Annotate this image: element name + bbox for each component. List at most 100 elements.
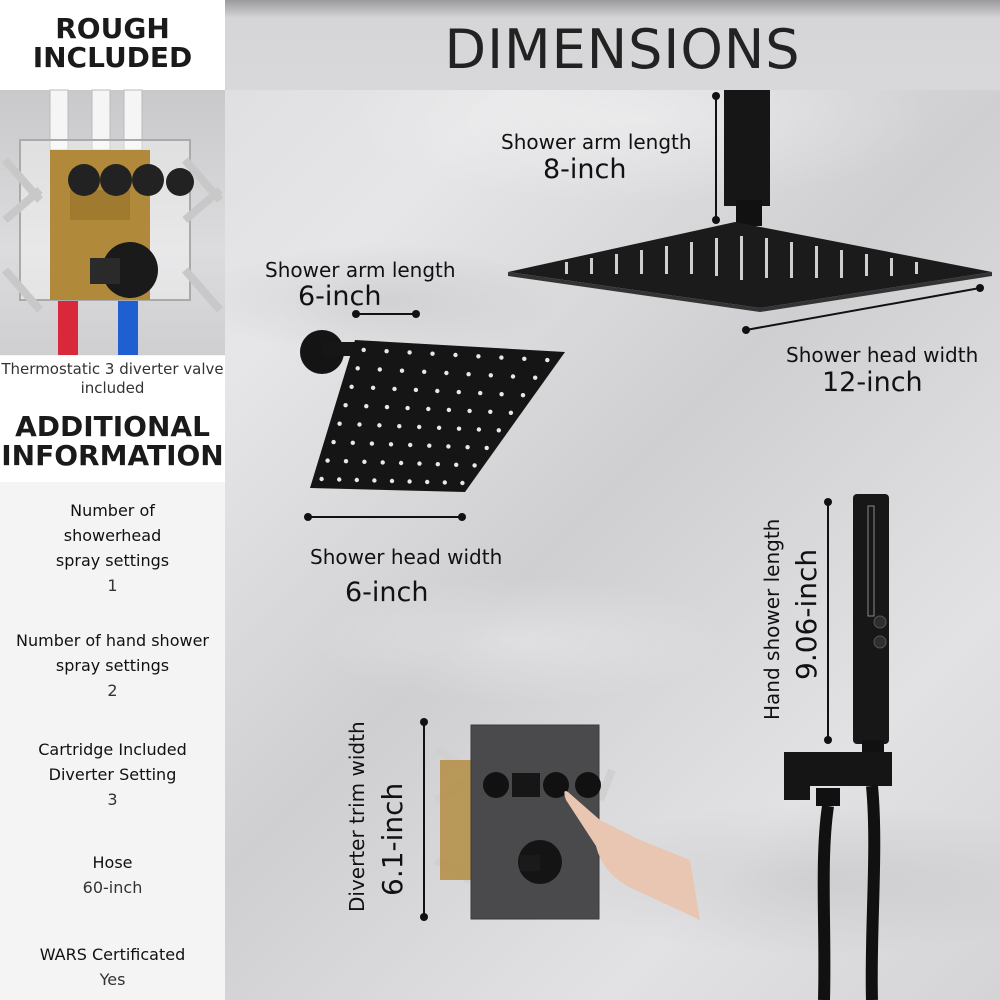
rough-valve-illustration <box>1 89 224 355</box>
nozzle-dot <box>377 367 382 372</box>
nozzle-dot <box>364 404 369 409</box>
nozzle-dot <box>319 476 324 482</box>
nozzle-dot <box>454 462 459 467</box>
nozzle-dot <box>337 477 342 482</box>
nozzle-dot <box>510 374 516 379</box>
diverter-trim-width-label: Diverter trim width <box>345 721 369 912</box>
nozzle-dot <box>369 441 375 446</box>
nozzle-dot <box>357 422 362 427</box>
nozzle-dot <box>343 403 348 408</box>
nozzle-dot <box>478 390 483 396</box>
nozzle-dot <box>472 463 477 468</box>
nozzle-dot <box>522 356 527 361</box>
nozzle-dot <box>384 349 389 354</box>
nozzle-dot <box>422 369 427 374</box>
nozzle-dot <box>398 460 404 466</box>
nozzle-dot <box>354 477 359 483</box>
spec-label: WARS Certificated <box>39 945 186 964</box>
nozzle-dot <box>476 354 481 359</box>
large-head-width-label: Shower head width <box>786 343 979 367</box>
spec-hand-shower-settings: Number of hand shower spray settings 2 <box>0 628 225 703</box>
nozzle-dot <box>444 370 449 376</box>
nozzle-dot <box>380 460 385 465</box>
spec-value: 2 <box>107 681 118 700</box>
nozzle-dot <box>349 384 354 389</box>
spec-label: Number of showerhead spray settings <box>55 501 170 570</box>
nozzle-dot <box>446 407 452 413</box>
nozzle-dot <box>453 352 458 358</box>
nozzle-dot <box>388 442 394 447</box>
nozzle-dot <box>456 426 462 431</box>
nozzle-dot <box>377 423 382 428</box>
diverter-trim-width-value: 6.1-inch <box>376 782 409 896</box>
nozzle-dot <box>499 355 504 360</box>
nozzle-dot <box>466 372 471 377</box>
spec-value: 1 <box>107 576 118 595</box>
nozzle-dot <box>545 357 550 363</box>
nozzle-dot <box>426 406 431 412</box>
rough-included-title: ROUGH INCLUDED <box>0 0 225 90</box>
rough-valve-image <box>0 89 225 355</box>
nozzle-dot <box>343 459 349 464</box>
small-head-width-value: 6-inch <box>345 577 429 608</box>
nozzle-dot <box>488 373 493 378</box>
nozzle-dot <box>417 461 422 466</box>
spec-showerhead-settings: Number of showerhead spray settings 1 <box>0 498 225 598</box>
small-arm-length-label: Shower arm length <box>265 258 456 282</box>
nozzle-dot <box>436 425 442 430</box>
nozzle-dot <box>425 479 430 485</box>
header-band <box>225 0 1000 90</box>
nozzle-dot <box>496 428 501 433</box>
nozzle-dot <box>331 439 336 445</box>
valve-caption: Thermostatic 3 diverter valve included <box>0 356 225 404</box>
nozzle-dot <box>508 410 514 415</box>
page-title: DIMENSIONS <box>444 18 801 81</box>
nozzle-dot <box>476 427 482 432</box>
nozzle-dot <box>389 478 395 484</box>
nozzle-dot <box>372 478 377 483</box>
nozzle-dot <box>442 480 447 485</box>
nozzle-dot <box>337 421 342 426</box>
additional-information-title: ADDITIONAL INFORMATION <box>0 404 225 482</box>
small-head-width-label: Shower head width <box>310 545 503 569</box>
nozzle-dot <box>488 409 493 414</box>
nozzle-dot <box>407 350 412 355</box>
nozzle-dot <box>417 424 422 430</box>
spec-wars-certificated: WARS Certificated Yes <box>0 942 225 992</box>
nozzle-dot <box>427 443 432 448</box>
spec-label: Hose <box>92 853 133 872</box>
spec-hose: Hose 60-inch <box>0 850 225 900</box>
nozzle-dot <box>392 386 397 392</box>
nozzle-dot <box>370 385 376 390</box>
nozzle-dot <box>355 366 360 371</box>
nozzle-dot <box>430 351 435 356</box>
nozzle-dot <box>384 404 390 410</box>
nozzle-dot <box>446 444 451 449</box>
nozzle-dot <box>397 424 402 429</box>
large-arm-length-label: Shower arm length <box>501 130 692 154</box>
spec-label: Cartridge Included Diverter Setting <box>38 740 187 784</box>
nozzle-dot <box>460 480 465 486</box>
nozzle-dot <box>399 368 405 373</box>
nozzle-dot <box>361 347 366 353</box>
spec-value: 3 <box>107 790 118 809</box>
nozzle-dot <box>435 462 440 467</box>
spec-value: Yes <box>99 970 126 989</box>
nozzle-dot <box>533 375 538 380</box>
nozzle-dot <box>484 445 489 451</box>
small-arm-length-value: 6-inch <box>298 281 382 312</box>
spec-cartridge-diverter: Cartridge Included Diverter Setting 3 <box>0 737 225 812</box>
nozzle-dot <box>407 479 412 484</box>
nozzle-dot <box>467 408 472 414</box>
nozzle-dot <box>520 393 526 398</box>
large-head-width-value: 12-inch <box>822 367 923 398</box>
nozzle-dot <box>456 389 461 395</box>
spec-value: 60-inch <box>82 878 143 897</box>
nozzle-dot <box>362 459 367 464</box>
nozzle-dot <box>435 388 440 394</box>
nozzle-dot <box>465 445 470 450</box>
